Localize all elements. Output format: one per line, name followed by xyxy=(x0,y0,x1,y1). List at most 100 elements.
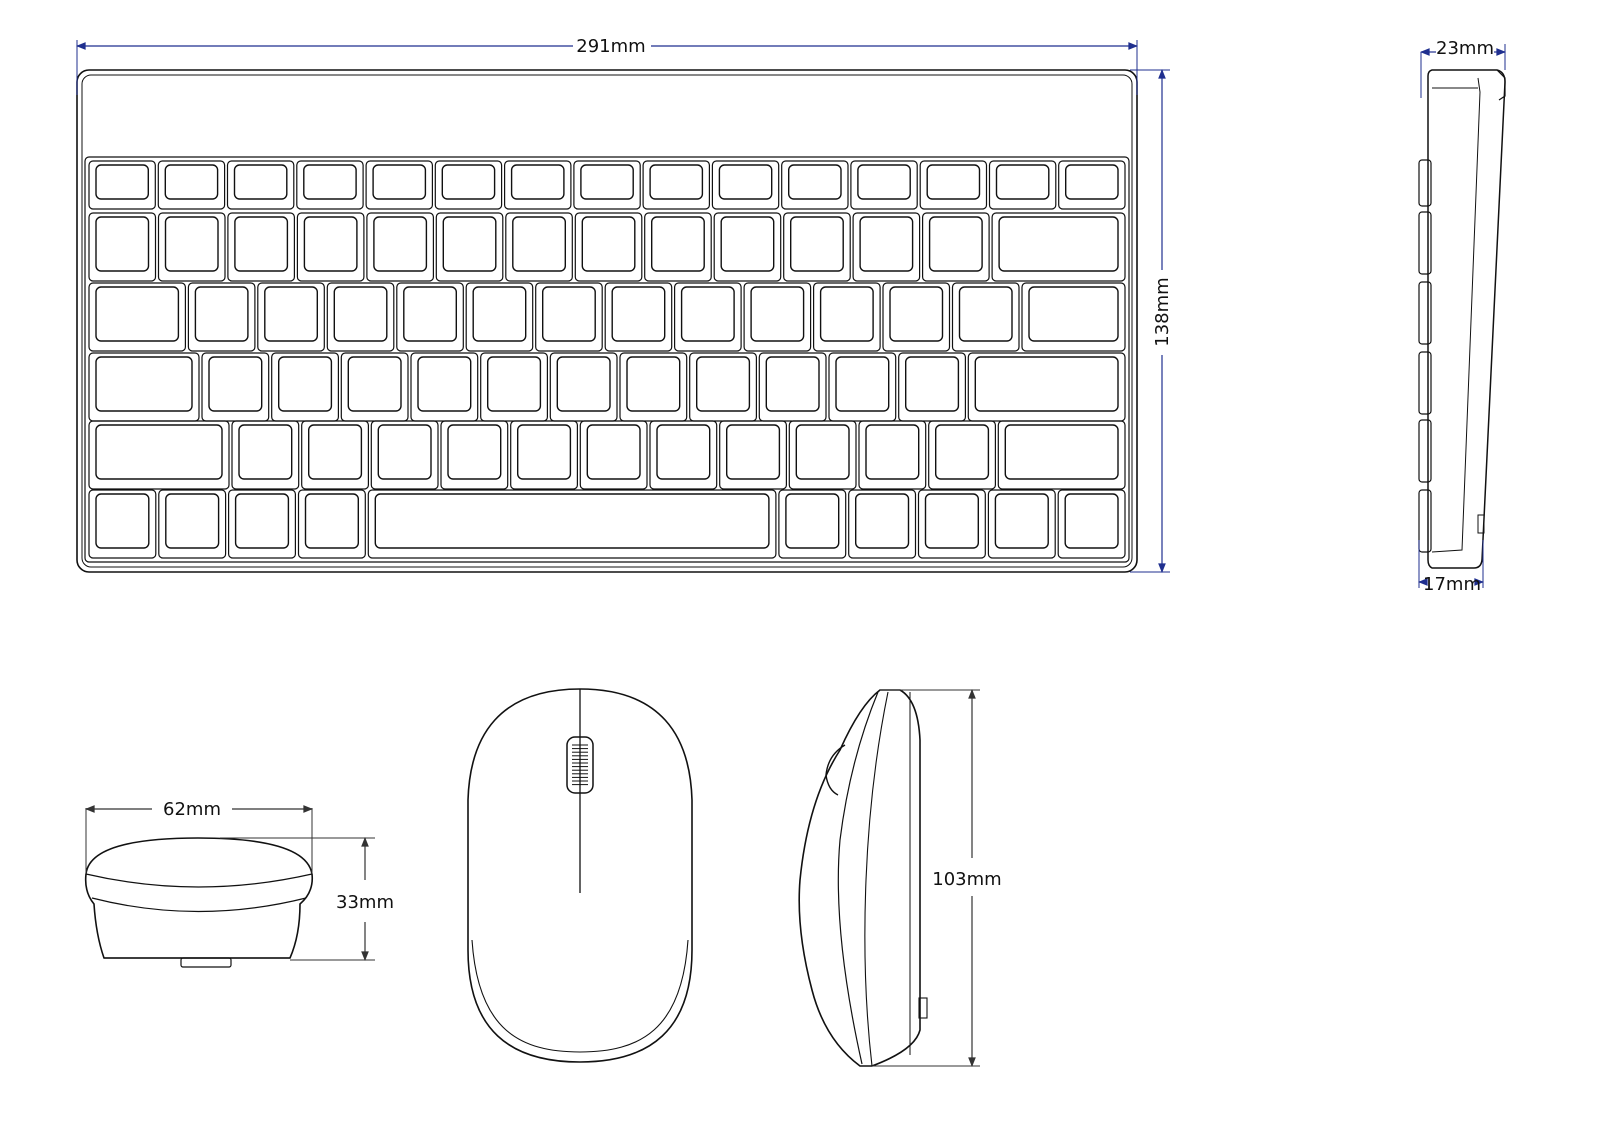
keycap-top xyxy=(347,356,402,412)
keycap-top xyxy=(626,356,681,412)
mouse-front-outline xyxy=(84,837,314,959)
keycap xyxy=(713,212,782,282)
mouse-length-dimension: 103mm xyxy=(872,689,1002,1067)
keycap xyxy=(88,420,230,490)
side-keycap xyxy=(1418,159,1432,207)
mouse-top-outline xyxy=(467,688,693,1063)
mouse-length-label: 103mm xyxy=(932,869,1001,890)
side-keycap xyxy=(1418,489,1432,553)
keycap-top xyxy=(510,164,565,200)
keycap-top xyxy=(373,216,428,272)
keycap xyxy=(1057,489,1126,559)
keycap xyxy=(228,489,297,559)
keycap-top xyxy=(651,216,705,272)
keyboard-keys xyxy=(88,160,1126,559)
keyboard-body-inner xyxy=(81,74,1133,568)
keycap-top xyxy=(935,424,990,480)
keycap xyxy=(991,212,1126,282)
mouse-side-view xyxy=(798,689,928,1067)
keycap xyxy=(435,212,504,282)
keyboard-side-view xyxy=(1418,69,1506,569)
keycap xyxy=(296,160,364,210)
keycap-top xyxy=(788,164,842,200)
keycap-top xyxy=(472,286,527,342)
keycap xyxy=(788,420,857,490)
keycap-top xyxy=(696,356,751,412)
keycap-top xyxy=(372,164,427,200)
keycap-top xyxy=(95,356,193,412)
keycap-top xyxy=(487,356,542,412)
keycap-top xyxy=(889,286,944,342)
keycap-top xyxy=(720,216,775,272)
keyboard-width-label: 291mm xyxy=(576,36,645,57)
keycap xyxy=(301,420,370,490)
keycap-top xyxy=(998,216,1119,272)
side-keycap xyxy=(1418,419,1432,483)
keycap xyxy=(88,282,187,352)
keycap xyxy=(367,489,777,559)
keycap-top xyxy=(750,286,805,342)
keycap-top xyxy=(165,493,220,549)
scroll-wheel xyxy=(566,736,594,794)
keycap xyxy=(604,282,673,352)
keycap xyxy=(848,489,917,559)
keycap xyxy=(987,489,1056,559)
keycap xyxy=(642,160,710,210)
keycap xyxy=(226,160,295,210)
keycap-top xyxy=(656,424,711,480)
keycap xyxy=(257,282,325,352)
keycap-top xyxy=(556,356,611,412)
keyboard-depth-top-dimension: 23mm xyxy=(1420,38,1506,98)
keycap xyxy=(711,160,780,210)
keyboard-depth-top-label: 23mm xyxy=(1436,38,1494,59)
keycap-top xyxy=(233,164,288,200)
keycap-top xyxy=(859,216,914,272)
keycap-top xyxy=(586,424,641,480)
keycap-top xyxy=(680,286,735,342)
keycap xyxy=(574,212,643,282)
keycap-top xyxy=(865,424,920,480)
keyboard-height-dimension: 138mm xyxy=(1130,69,1173,573)
keycap-top xyxy=(238,424,293,480)
keycap xyxy=(365,160,434,210)
keycap xyxy=(434,160,503,210)
keycap xyxy=(88,212,157,282)
keycap xyxy=(812,282,881,352)
keycap-top xyxy=(234,493,290,549)
keycap xyxy=(535,282,603,352)
keycap xyxy=(850,160,918,210)
keycap-top xyxy=(517,424,572,480)
keycap xyxy=(579,420,648,490)
keycap-top xyxy=(303,164,357,200)
keycap-top xyxy=(974,356,1119,412)
keycap-top xyxy=(928,216,983,272)
keycap-top xyxy=(958,286,1013,342)
keycap-top xyxy=(765,356,820,412)
keycap-top xyxy=(581,216,636,272)
keycap-top xyxy=(278,356,333,412)
side-keycap xyxy=(1418,351,1432,415)
keycap xyxy=(297,489,366,559)
keycap xyxy=(781,160,849,210)
keycap xyxy=(187,282,256,352)
keycap xyxy=(326,282,395,352)
keycap xyxy=(1058,160,1126,210)
keyboard-key-well xyxy=(84,156,1130,563)
keycap-top xyxy=(542,286,596,342)
keycap xyxy=(778,489,847,559)
keycap-top xyxy=(855,493,910,549)
scroll-wheel-ribs xyxy=(572,744,588,786)
keycap xyxy=(988,160,1057,210)
keycap-top xyxy=(718,164,773,200)
keycap xyxy=(157,160,226,210)
keyboard-depth-bottom-dimension: 17mm xyxy=(1418,540,1484,595)
keycap-top xyxy=(924,493,979,549)
keycap xyxy=(1021,282,1126,352)
keycap-top xyxy=(374,493,770,549)
keycap-top xyxy=(447,424,502,480)
keyboard-side-switch xyxy=(1477,514,1485,534)
keycap-top xyxy=(308,424,363,480)
keycap xyxy=(882,282,951,352)
keycap-top xyxy=(649,164,704,200)
